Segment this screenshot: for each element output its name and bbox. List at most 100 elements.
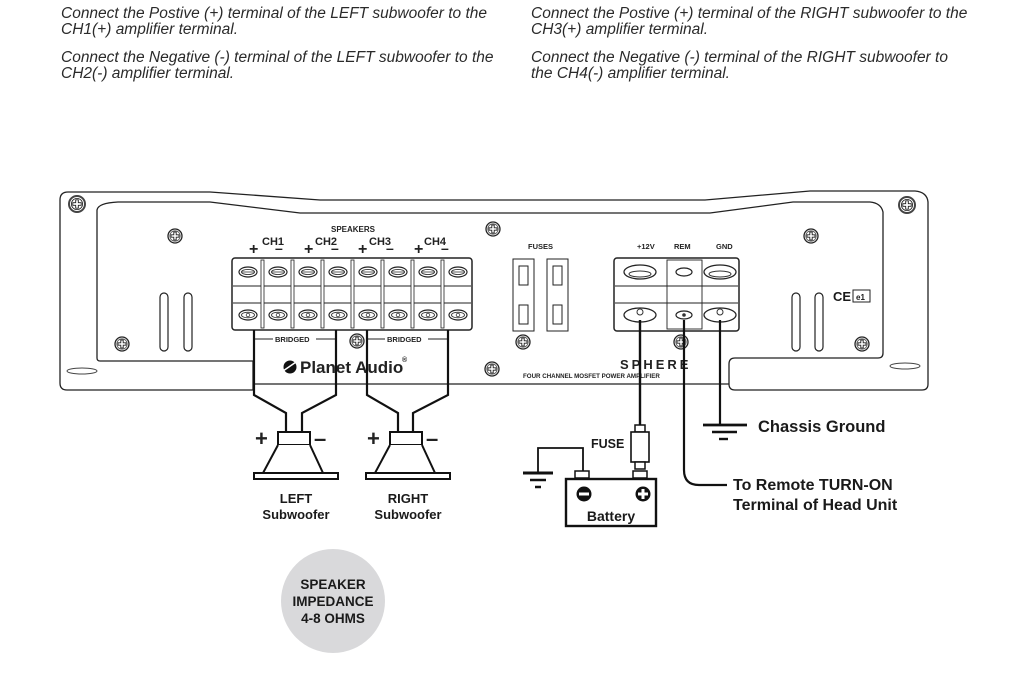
channel-label-ch1: CH1 (262, 236, 284, 248)
terminal-divider (380, 259, 385, 329)
screw-icon (854, 336, 870, 352)
speaker-terminal-screw-icon[interactable] (418, 266, 438, 278)
screw-icon (167, 228, 183, 244)
left-sub-minus: – (314, 426, 326, 451)
terminal-label-12v: +12V (637, 242, 655, 251)
channel-labels: CH1 CH2 CH3 CH4 + – + – + – + – (249, 236, 449, 258)
right-sub-minus: – (426, 426, 438, 451)
brand-name: Planet Audio (300, 358, 403, 377)
speaker-terminal-screw-icon[interactable] (358, 309, 378, 321)
ch4-minus: – (441, 240, 449, 256)
model-name: SPHERE (620, 357, 691, 372)
ch3-plus: + (358, 241, 367, 258)
left-subwoofer-wires (252, 330, 338, 432)
speaker-terminal-block[interactable] (231, 257, 473, 331)
instruction-right-negative: Connect the Negative (-) terminal of the… (531, 49, 948, 82)
fuse-label: FUSE (591, 437, 624, 451)
power-terminal-block[interactable] (613, 257, 740, 332)
battery: Battery (564, 477, 658, 528)
right-vent-slots (791, 292, 824, 352)
corner-screw-icon (898, 196, 916, 214)
left-subwoofer-instructions: Connect the Postive (+) terminal of the … (61, 6, 501, 94)
channel-label-ch4: CH4 (424, 236, 447, 248)
speaker-terminal-screw-icon[interactable] (268, 309, 288, 321)
fuses-label: FUSES (528, 242, 553, 251)
speaker-terminal-screw-icon[interactable] (328, 266, 348, 278)
speaker-terminal-screw-icon[interactable] (418, 309, 438, 321)
impedance-line3: 4-8 OHMS (301, 611, 365, 626)
right-subwoofer: + – RIGHT Subwoofer (365, 426, 451, 522)
screw-icon (515, 334, 531, 350)
bridged-indicators: BRIDGED BRIDGED (254, 335, 448, 344)
ch1-plus: + (249, 241, 258, 258)
terminal-label-rem: REM (674, 242, 691, 251)
speaker-terminal-screw-icon[interactable] (358, 266, 378, 278)
speaker-terminal-screw-icon[interactable] (448, 309, 468, 321)
ch2-plus: + (304, 241, 313, 258)
screw-icon (673, 334, 689, 350)
ch2-minus: – (331, 240, 339, 256)
remote-label-line2: Terminal of Head Unit (733, 497, 898, 514)
screw-icon (803, 228, 819, 244)
impedance-line2: IMPEDANCE (292, 594, 373, 609)
terminal-divider (290, 259, 295, 329)
chassis-ground: Chassis Ground (703, 320, 885, 441)
terminal-divider (440, 259, 445, 329)
screw-icon (114, 336, 130, 352)
chassis-ground-label: Chassis Ground (758, 418, 885, 436)
speaker-terminal-screw-icon[interactable] (238, 309, 258, 321)
planet-audio-logo: Planet Audio ® (282, 356, 408, 377)
speaker-terminal-screw-icon[interactable] (238, 266, 258, 278)
speaker-terminal-screw-icon[interactable] (328, 309, 348, 321)
fuse-holder-2[interactable] (546, 258, 569, 332)
right-subwoofer-wires (365, 330, 450, 432)
right-subwoofer-instructions: Connect the Postive (+) terminal of the … (531, 6, 971, 94)
speaker-terminal-screw-icon[interactable] (298, 266, 318, 278)
left-vent-slots (159, 292, 193, 352)
speaker-terminal-screw-icon[interactable] (388, 266, 408, 278)
instruction-left-positive: Connect the Postive (+) terminal of the … (61, 5, 488, 38)
terminal-divider (320, 259, 325, 329)
terminal-label-gnd: GND (716, 242, 733, 251)
corner-screw-icon (68, 195, 86, 213)
right-sub-type: Subwoofer (374, 507, 441, 522)
instruction-left-negative: Connect the Negative (-) terminal of the… (61, 49, 494, 82)
screw-icon (485, 221, 501, 237)
battery-label: Battery (587, 508, 635, 524)
brand-registered: ® (402, 356, 408, 364)
screw-icon (349, 333, 365, 349)
speaker-terminal-screw-icon[interactable] (448, 266, 468, 278)
left-sub-plus: + (255, 426, 268, 451)
impedance-line1: SPEAKER (300, 577, 366, 592)
fuse-holder-1[interactable] (512, 258, 535, 332)
screw-icon (484, 361, 500, 377)
terminal-divider (410, 259, 415, 329)
ch3-minus: – (386, 240, 394, 256)
speaker-terminal-screw-icon[interactable] (298, 309, 318, 321)
battery-positive-post (632, 470, 648, 479)
right-sub-plus: + (367, 426, 380, 451)
right-sub-name: RIGHT (388, 491, 429, 506)
remote-wire (682, 320, 727, 487)
inline-fuse: FUSE (591, 424, 650, 470)
terminal-divider (260, 259, 265, 329)
amplifier-chassis (59, 190, 929, 391)
terminal-divider (350, 259, 355, 329)
bridged-label-right: BRIDGED (387, 335, 422, 344)
left-sub-name: LEFT (280, 491, 313, 506)
model-subtitle: FOUR CHANNEL MOSFET POWER AMPLIFIER (523, 373, 660, 380)
bridged-label-left: BRIDGED (275, 335, 310, 344)
ch1-minus: – (275, 240, 283, 256)
battery-ground (523, 447, 584, 489)
battery-negative-post (574, 470, 590, 479)
speaker-terminal-screw-icon[interactable] (388, 309, 408, 321)
instruction-right-positive: Connect the Postive (+) terminal of the … (531, 5, 968, 38)
left-subwoofer: + – LEFT Subwoofer (253, 426, 339, 522)
remote-label-line1: To Remote TURN-ON (733, 477, 893, 494)
channel-label-ch2: CH2 (315, 236, 337, 248)
speaker-terminal-screw-icon[interactable] (268, 266, 288, 278)
channel-label-ch3: CH3 (369, 236, 391, 248)
ce-mark: CE (833, 289, 851, 304)
speakers-label: SPEAKERS (331, 225, 376, 234)
